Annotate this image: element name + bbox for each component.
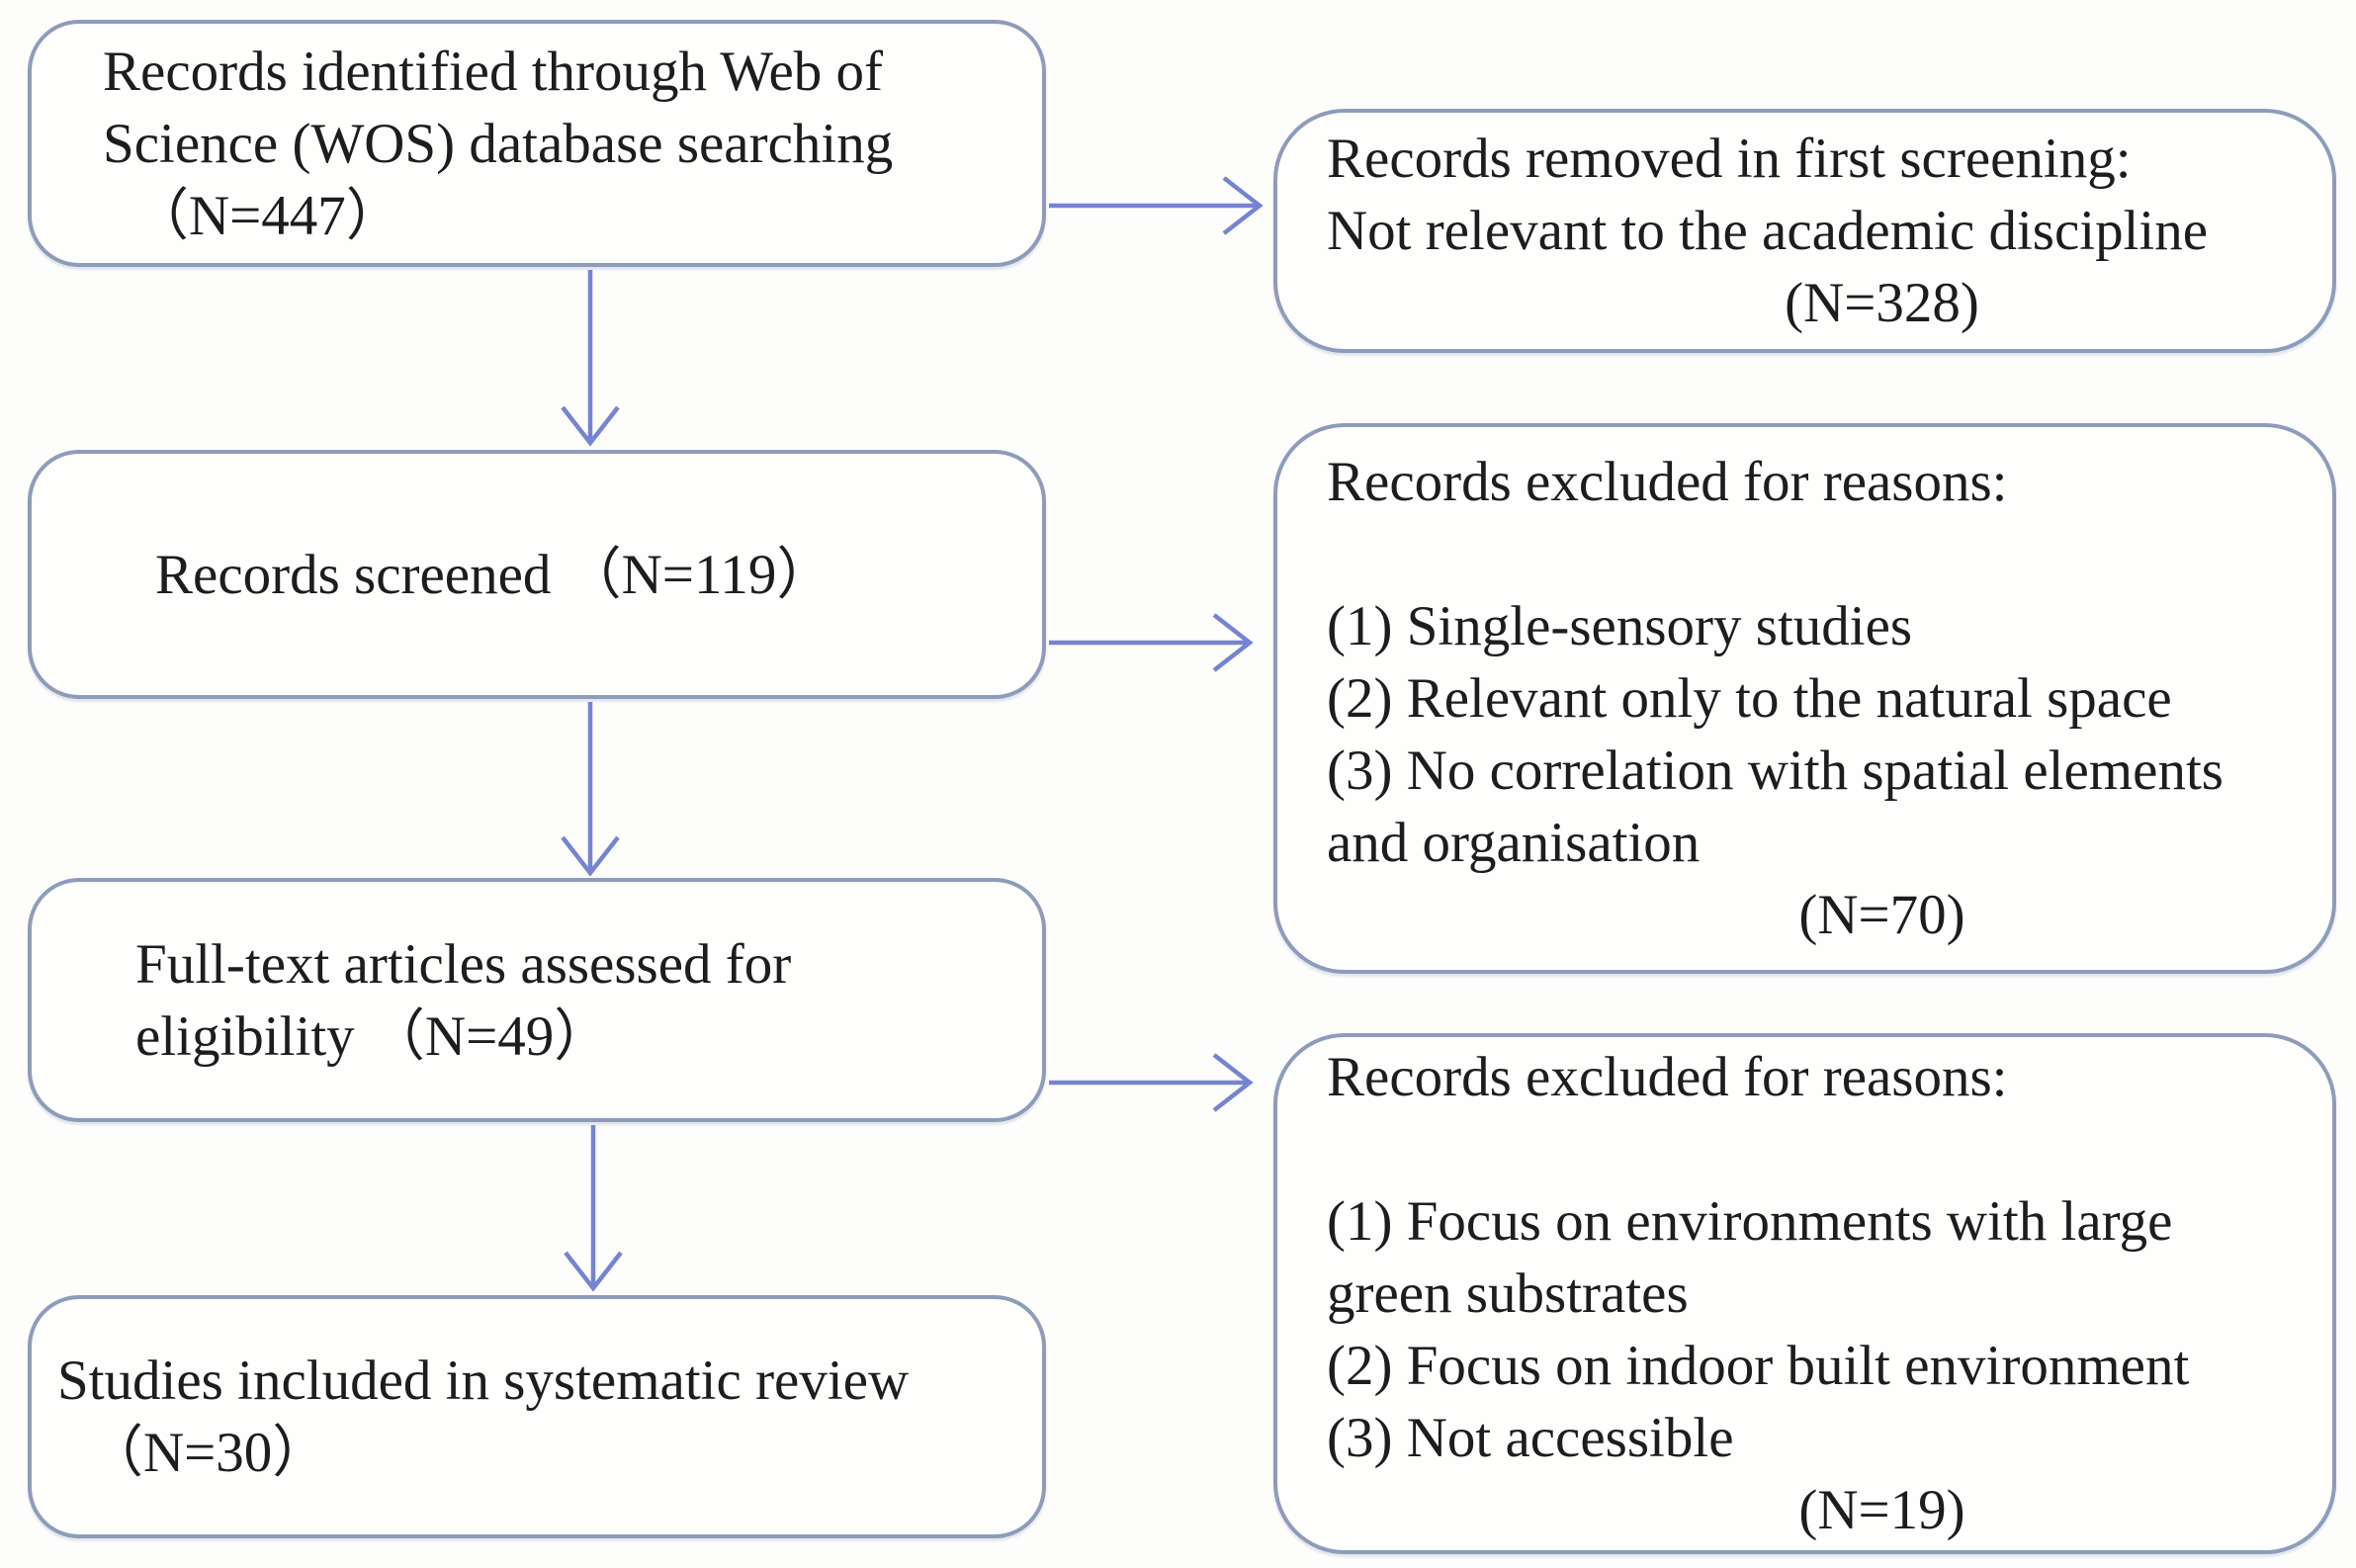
box-line: Records excluded for reasons: [1327, 451, 2008, 513]
reason-line: (1) Focus on environments with large [1327, 1190, 2173, 1253]
box-line: Science (WOS) database searching [103, 112, 894, 175]
n-count-line: (N=19) [1798, 1479, 1965, 1541]
box-line: Studies included in systematic review [57, 1350, 910, 1412]
reason-line: green substrates [1327, 1263, 1689, 1325]
arrow-right-fulltext-to-excluded [1049, 1053, 1254, 1112]
box-studies-included: Studies included in systematic review （N… [28, 1295, 1046, 1538]
arrow-right-identified-to-removed [1049, 176, 1264, 235]
box-line: Not relevant to the academic discipline [1327, 200, 2209, 262]
n-count-line: (N=70) [1798, 884, 1965, 946]
arrow-down-screened-to-fulltext [561, 702, 620, 877]
box-fulltext-assessed: Full-text articles assessed for eligibil… [28, 878, 1046, 1122]
box-line: Full-text articles assessed for [135, 932, 792, 996]
box-line: eligibility （N=49） [135, 1004, 611, 1068]
reason-line: (2) Relevant only to the natural space [1327, 667, 2172, 730]
arrow-right-screened-to-excluded [1049, 613, 1254, 672]
reason-line: (3) No correlation with spatial elements [1327, 740, 2224, 802]
blank-line [1327, 1113, 2299, 1185]
arrow-down-identified-to-screened [561, 270, 620, 447]
box-line: Records excluded for reasons: [1327, 1046, 2008, 1108]
box-excluded-after-fulltext: Records excluded for reasons: (1) Focus … [1273, 1033, 2336, 1554]
n-count-line: （N=447） [132, 184, 402, 247]
reason-line: (1) Single-sensory studies [1327, 595, 1913, 657]
box-line: Records removed in first screening: [1327, 128, 2132, 190]
box-line: Records identified through Web of [103, 40, 884, 103]
box-line: Records screened （N=119） [155, 543, 833, 606]
blank-line [1327, 518, 2299, 590]
box-excluded-after-screening: Records excluded for reasons: (1) Single… [1273, 423, 2336, 974]
n-count-line: (N=328) [1785, 272, 1979, 334]
arrow-down-fulltext-to-included [564, 1125, 623, 1292]
box-removed-first-screening: Records removed in first screening: Not … [1273, 109, 2336, 353]
reason-line: and organisation [1327, 812, 1701, 874]
reason-line: (3) Not accessible [1327, 1407, 1734, 1469]
n-count-line: （N=30） [87, 1422, 329, 1484]
box-records-identified: Records identified through Web of Scienc… [28, 20, 1046, 267]
reason-line: (2) Focus on indoor built environment [1327, 1335, 2190, 1397]
box-records-screened: Records screened （N=119） [28, 450, 1046, 699]
